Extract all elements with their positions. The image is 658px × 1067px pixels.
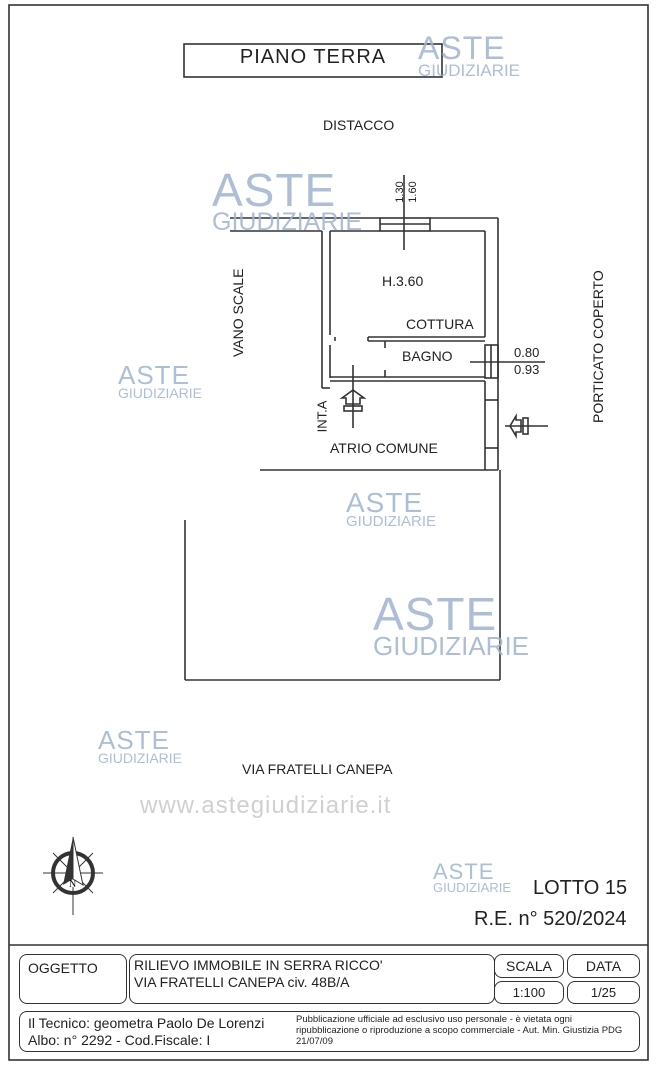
- svg-text:N: N: [69, 879, 76, 890]
- label-cottura: COTTURA: [406, 316, 474, 332]
- label-street: VIA FRATELLI CANEPA: [242, 761, 393, 777]
- label-bagno: BAGNO: [402, 348, 453, 364]
- data-value: 1/25: [567, 981, 640, 1004]
- page-border: [8, 4, 649, 1061]
- north-arrow-icon: N: [43, 836, 103, 915]
- lotto-label: LOTTO 15: [533, 877, 628, 899]
- label-entrance: INT.A: [314, 400, 330, 433]
- oggetto-value-box: RILIEVO IMMOBILE IN SERRA RICCO' VIA FRA…: [129, 954, 495, 1004]
- albo-number: Albo: n° 2292 - Cod.Fiscale: I: [28, 1032, 211, 1048]
- scala-value: 1:100: [494, 981, 564, 1004]
- oggetto-line1: RILIEVO IMMOBILE IN SERRA RICCO': [134, 957, 383, 973]
- page-title: PIANO TERRA: [239, 46, 387, 68]
- data-label: DATA: [567, 954, 640, 978]
- window-bagno-height: 0.93: [514, 362, 540, 377]
- label-atrio: ATRIO COMUNE: [330, 440, 438, 456]
- re-number: R.E. n° 520/2024: [474, 908, 627, 930]
- watermark-url: www.astegiudiziarie.it: [140, 792, 392, 819]
- label-porticato: PORTICATO COPERTO: [590, 270, 606, 423]
- title-box: [183, 43, 443, 78]
- tecnico-name: Il Tecnico: geometra Paolo De Lorenzi: [28, 1015, 265, 1031]
- publication-notice-line2: ripubblicazione o riproduzione a scopo c…: [296, 1025, 623, 1047]
- scala-label: SCALA: [494, 954, 564, 978]
- label-vano-scale: VANO SCALE: [230, 268, 246, 357]
- publication-notice: Pubblicazione ufficiale ad esclusivo uso…: [296, 1014, 632, 1047]
- window-top-height: 1.60: [407, 181, 419, 203]
- window-top-width: 1.30: [394, 181, 406, 203]
- oggetto-label: OGGETTO: [28, 960, 98, 976]
- oggetto-line2: VIA FRATELLI CANEPA civ. 48B/A: [134, 974, 350, 990]
- tecnico-box: Il Tecnico: geometra Paolo De Lorenzi Al…: [19, 1011, 640, 1052]
- label-height: H.3.60: [382, 273, 424, 289]
- oggetto-box: OGGETTO: [19, 954, 127, 1004]
- publication-notice-line1: Pubblicazione ufficiale ad esclusivo uso…: [296, 1014, 573, 1025]
- label-distacco: DISTACCO: [323, 117, 395, 133]
- window-bagno-width: 0.80: [514, 345, 540, 360]
